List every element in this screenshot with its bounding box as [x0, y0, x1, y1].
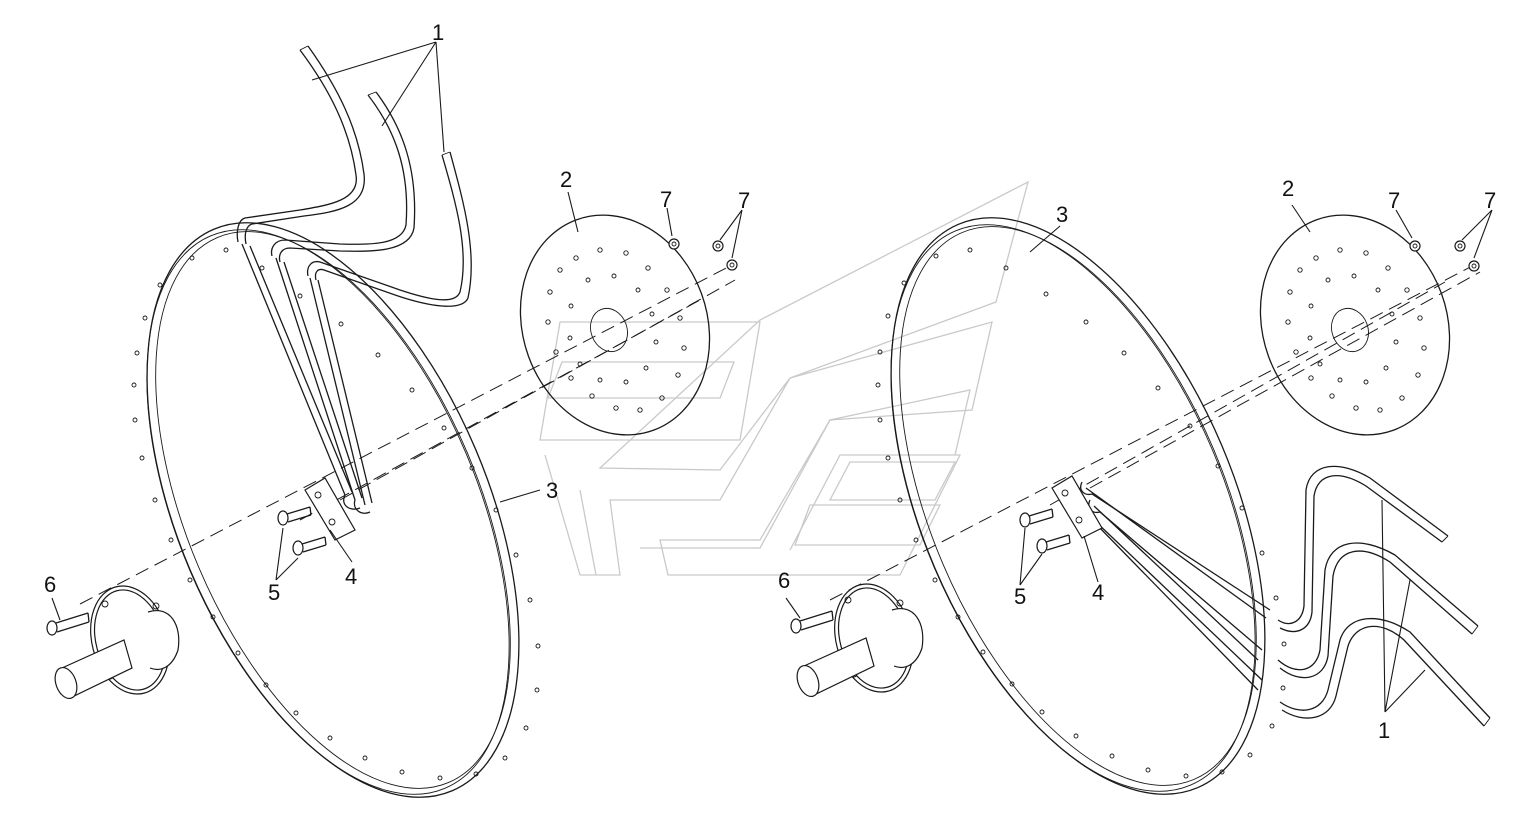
nuts	[1409, 240, 1480, 272]
right-assembly	[785, 204, 1493, 795]
rim-ring	[146, 222, 520, 798]
callout-right-1: 1	[1378, 718, 1390, 743]
leader-lines	[51, 41, 743, 621]
bolts	[1019, 508, 1071, 554]
callout-left-6: 6	[44, 572, 56, 597]
callout-left-5: 5	[268, 580, 280, 605]
assembly-axis-line	[1049, 281, 1446, 506]
leader-lines	[785, 204, 1493, 713]
rim-ring	[890, 217, 1266, 795]
small-bolt	[46, 612, 90, 636]
callout-labels: 1 2 7 7 3 4 5 6 2 7 7 3 4 5 6 1	[44, 20, 1496, 743]
watermark-logo	[539, 180, 1030, 576]
callout-right-7b: 7	[1484, 188, 1496, 213]
bracket-plate	[1051, 475, 1103, 539]
assembly-axis-line	[829, 261, 1481, 601]
callout-left-3: 3	[546, 478, 558, 503]
nuts	[668, 238, 738, 271]
callout-left-7b: 7	[738, 188, 750, 213]
left-assembly	[46, 41, 743, 798]
callout-left-7a: 7	[660, 187, 672, 212]
rim-holes	[131, 247, 541, 781]
callout-left-4: 4	[345, 564, 357, 589]
callout-right-6: 6	[778, 568, 790, 593]
bolts	[277, 506, 327, 556]
callout-left-1: 1	[432, 20, 444, 45]
callout-right-7a: 7	[1388, 188, 1400, 213]
assembly-axis-line	[79, 265, 731, 605]
perforated-disc	[519, 214, 711, 436]
rod-arms	[236, 45, 472, 514]
hub-flange	[54, 585, 180, 700]
rim-holes	[875, 247, 1287, 779]
callout-right-2: 2	[1282, 176, 1294, 201]
callout-right-3: 3	[1056, 202, 1068, 227]
perforated-disc	[1259, 214, 1451, 436]
callout-right-5: 5	[1014, 584, 1026, 609]
bracket-plate	[304, 477, 356, 541]
small-bolt	[790, 610, 834, 634]
callout-right-4: 4	[1092, 580, 1104, 605]
disc-holes	[1285, 247, 1427, 413]
assembly-axis-line	[339, 279, 736, 501]
hub-flange	[796, 583, 924, 698]
assembly-axis-line	[1089, 271, 1481, 489]
disc-holes	[545, 247, 687, 413]
rod-arms	[1080, 465, 1491, 727]
callout-left-2: 2	[560, 167, 572, 192]
